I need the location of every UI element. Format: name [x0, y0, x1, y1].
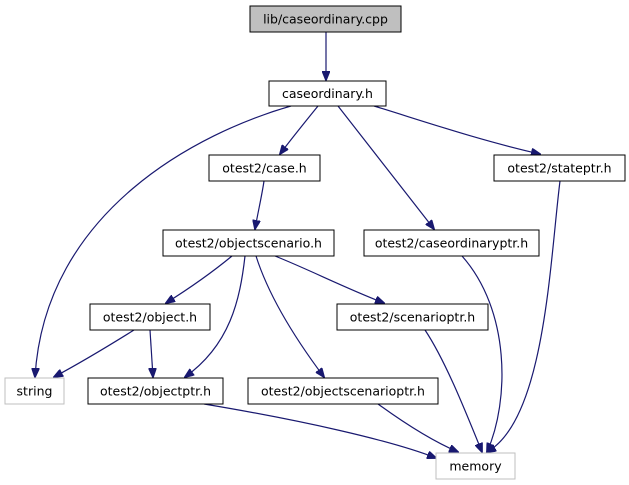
edge-object_h-to-string: [54, 329, 135, 377]
node-caseordinaryptr-h[interactable]: otest2/caseordinaryptr.h: [363, 229, 540, 257]
node-label: otest2/object.h: [103, 310, 197, 325]
node-root[interactable]: lib/caseordinary.cpp: [249, 5, 402, 33]
nodes-layer: lib/caseordinary.cpp caseordinary.h otest2…: [4, 5, 626, 480]
edge-objectptr_h-to-memory: [203, 403, 436, 458]
node-box: [4, 377, 65, 405]
edge-objectscenario_h-to-scenarioptr_h: [274, 255, 384, 303]
node-box: [247, 377, 439, 405]
node-label: otest2/objectscenario.h: [175, 236, 322, 251]
node-box: [208, 154, 321, 182]
node-object-h[interactable]: otest2/object.h: [89, 303, 211, 331]
node-objectptr-h[interactable]: otest2/objectptr.h: [87, 377, 224, 405]
edge-stateptr_h-to-memory: [487, 180, 561, 452]
edge-caseordinary_h-to-stateptr_h: [373, 105, 540, 154]
node-label: caseordinary.h: [282, 86, 373, 101]
node-string: string: [4, 377, 65, 405]
edge-caseordinary_h-to-caseordinaryptr_h: [337, 105, 434, 229]
node-label: otest2/objectptr.h: [100, 384, 211, 399]
node-box: [435, 452, 516, 480]
node-case-h[interactable]: otest2/case.h: [208, 154, 321, 182]
edge-caseordinary_h-to-string: [35, 105, 292, 377]
node-box: [249, 5, 402, 33]
node-box: [363, 229, 540, 257]
edge-object_h-to-objectptr_h: [150, 329, 153, 377]
node-label: otest2/stateptr.h: [507, 161, 611, 176]
edges-layer: [35, 32, 561, 458]
node-box: [162, 229, 335, 257]
node-label: memory: [449, 459, 502, 474]
node-box: [493, 154, 626, 182]
node-stateptr-h[interactable]: otest2/stateptr.h: [493, 154, 626, 182]
edge-caseordinaryptr_h-to-memory: [461, 255, 503, 452]
node-label: otest2/case.h: [222, 161, 306, 176]
edge-caseordinary_h-to-case_h: [280, 105, 319, 154]
node-memory: memory: [435, 452, 516, 480]
node-scenarioptr-h[interactable]: otest2/scenarioptr.h: [336, 303, 489, 331]
edge-scenarioptr_h-to-memory: [424, 329, 482, 452]
node-objectscenarioptr-h[interactable]: otest2/objectscenarioptr.h: [247, 377, 439, 405]
edge-case_h-to-objectscenario_h: [255, 180, 265, 229]
node-box: [268, 80, 387, 107]
node-objectscenario-h[interactable]: otest2/objectscenario.h: [162, 229, 335, 257]
node-label: otest2/scenarioptr.h: [350, 310, 475, 325]
edge-objectscenario_h-to-objectptr_h: [185, 255, 246, 377]
node-box: [336, 303, 489, 331]
node-label: lib/caseordinary.cpp: [263, 12, 388, 27]
edge-objectscenarioptr_h-to-memory: [377, 403, 458, 452]
node-label: otest2/objectscenarioptr.h: [261, 384, 425, 399]
node-label: otest2/caseordinaryptr.h: [375, 236, 528, 251]
node-caseordinary-h[interactable]: caseordinary.h: [268, 80, 387, 107]
edge-objectscenario_h-to-objectscenarioptr_h: [255, 255, 324, 377]
node-box: [87, 377, 224, 405]
node-label: string: [17, 384, 53, 399]
edge-objectscenario_h-to-object_h: [166, 255, 233, 303]
node-box: [89, 303, 211, 331]
